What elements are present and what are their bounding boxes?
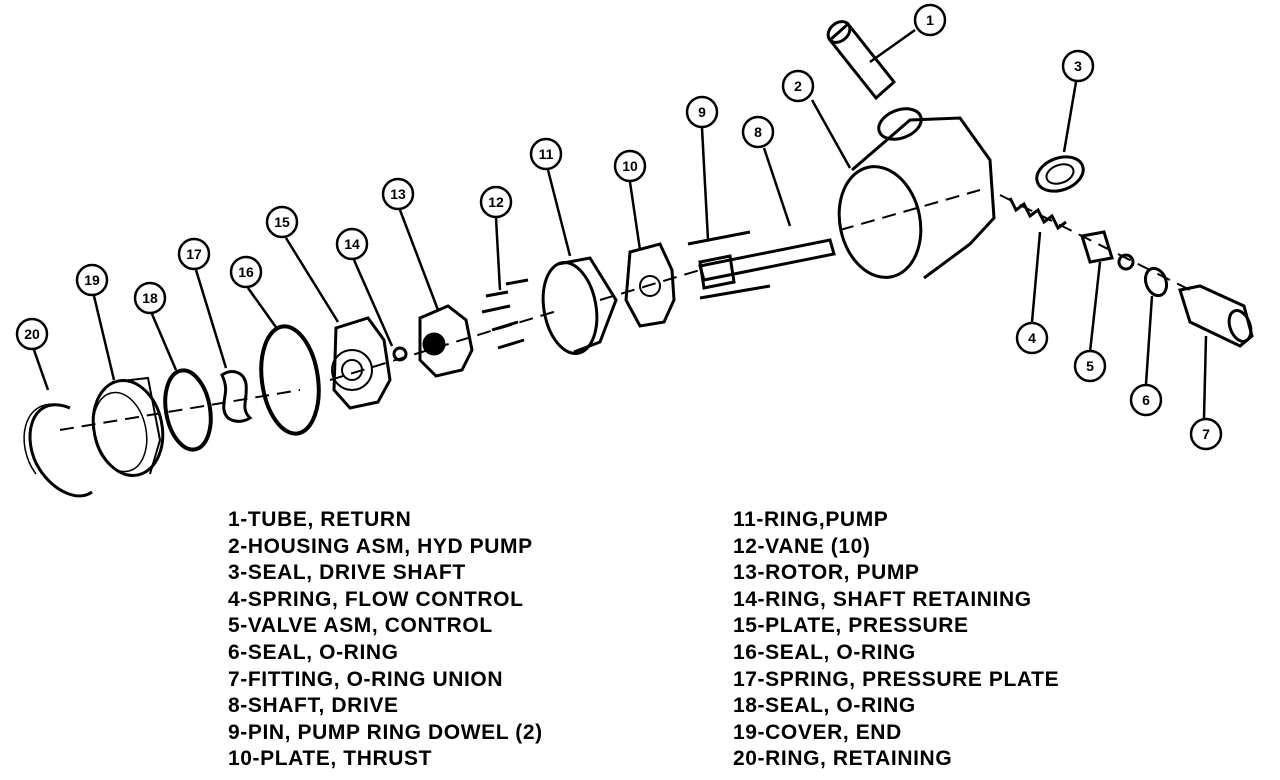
callout-numbers: 1 2 3 4 5 6 7 8 9 10 11 12 13 14 15 16 1… — [24, 12, 1210, 442]
callout-20: 20 — [24, 326, 40, 342]
part-10-thrust-plate — [624, 242, 676, 328]
callout-bubble-8 — [741, 115, 775, 149]
part-2-pump-housing — [837, 107, 996, 280]
legend-item: 4-SPRING, FLOW CONTROL — [228, 587, 524, 611]
part-7-union-fitting — [1178, 284, 1254, 348]
legend-item: 13-ROTOR, PUMP — [733, 561, 920, 585]
assembly-axis — [59, 189, 1191, 431]
legend-item: 14-RING, SHAFT RETAINING — [733, 587, 1032, 611]
legend-item: 1-TUBE, RETURN — [228, 508, 412, 531]
legend-item: 3-SEAL, DRIVE SHAFT — [228, 561, 466, 585]
part-19-end-cover — [91, 376, 165, 477]
callout-bubble-20 — [15, 317, 49, 351]
legend-item: 2-HOUSING ASM, HYD PUMP — [228, 534, 533, 558]
callout-bubble-4 — [1015, 321, 1049, 355]
part-9-dowel-pins — [687, 230, 771, 300]
legend-item: 9-PIN, PUMP RING DOWEL (2) — [228, 720, 543, 744]
part-5-control-valve — [1080, 230, 1135, 271]
parts-legend-left: 1-TUBE, RETURN 2-HOUSING ASM, HYD PUMP 3… — [228, 507, 543, 773]
legend-item: 20-RING, RETAINING — [733, 747, 953, 771]
callout-bubble-2 — [781, 69, 815, 103]
callout-bubble-9 — [685, 95, 719, 129]
legend-item: 16-SEAL, O-RING — [733, 640, 916, 664]
callout-bubble-6 — [1129, 383, 1163, 417]
legend-item: 6-SEAL, O-RING — [228, 640, 399, 664]
part-4-flow-control-spring — [1008, 197, 1067, 231]
callout-14: 14 — [344, 236, 360, 252]
callout-6: 6 — [1142, 392, 1150, 408]
callout-4: 4 — [1028, 330, 1036, 346]
callout-5: 5 — [1086, 358, 1094, 374]
part-16-o-ring — [259, 324, 321, 436]
callout-bubble-14 — [335, 227, 369, 261]
callout-8: 8 — [754, 124, 762, 140]
callout-13: 13 — [390, 186, 406, 202]
callout-18: 18 — [142, 290, 158, 306]
callout-17: 17 — [186, 246, 202, 262]
part-11-pump-ring — [541, 256, 618, 356]
callout-3: 3 — [1074, 58, 1082, 74]
legend-item: 10-PLATE, THRUST — [228, 747, 433, 771]
legend-item: 7-FITTING, O-RING UNION — [228, 667, 504, 691]
callout-bubble-15 — [265, 205, 299, 239]
callout-bubble-11 — [529, 137, 563, 171]
part-6-o-ring — [1143, 266, 1169, 298]
part-17-pressure-plate-spring — [220, 370, 253, 423]
callout-bubble-13 — [381, 177, 415, 211]
part-3-drive-shaft-seal — [1035, 155, 1085, 193]
callout-15: 15 — [274, 214, 290, 230]
legend-item: 15-PLATE, PRESSURE — [733, 614, 969, 638]
callout-bubble-7 — [1189, 417, 1223, 451]
callout-11: 11 — [539, 146, 554, 162]
legend-item: 18-SEAL, O-RING — [733, 694, 916, 718]
callout-bubble-10 — [613, 149, 647, 183]
callout-16: 16 — [238, 264, 254, 280]
parts-legend-right: 11-RING,PUMP 12-VANE (10) 13-ROTOR, PUMP… — [733, 507, 1059, 773]
callout-bubble-5 — [1073, 349, 1107, 383]
callout-bubble-12 — [479, 185, 513, 219]
callout-19: 19 — [84, 272, 100, 288]
part-12-vanes — [481, 278, 529, 350]
part-15-pressure-plate — [331, 316, 392, 410]
callout-12: 12 — [488, 194, 504, 210]
legend-item: 11-RING,PUMP — [733, 508, 889, 531]
callout-1: 1 — [926, 12, 934, 28]
callout-2: 2 — [794, 78, 802, 94]
part-1-return-tube — [826, 20, 897, 101]
callout-bubble-3 — [1061, 49, 1095, 83]
part-18-o-ring — [163, 368, 213, 452]
leader-lines — [32, 28, 1208, 419]
callout-bubble-1 — [913, 3, 947, 37]
part-20-retaining-ring — [23, 403, 93, 498]
part-14-shaft-retaining-ring — [392, 346, 408, 362]
callout-bubble-17 — [177, 237, 211, 271]
callout-bubble-18 — [133, 281, 167, 315]
part-8-drive-shaft — [698, 238, 836, 290]
legend-item: 8-SHAFT, DRIVE — [228, 694, 399, 718]
callout-9: 9 — [698, 104, 706, 120]
legend-item: 5-VALVE ASM, CONTROL — [228, 614, 493, 638]
legend-item: 17-SPRING, PRESSURE PLATE — [733, 667, 1060, 691]
part-13-rotor — [418, 304, 474, 378]
callout-bubble-16 — [229, 255, 263, 289]
legend-item: 12-VANE (10) — [733, 534, 871, 558]
callout-7: 7 — [1202, 426, 1210, 442]
callout-10: 10 — [622, 158, 638, 174]
callout-bubble-19 — [75, 263, 109, 297]
legend-item: 19-COVER, END — [733, 720, 902, 744]
callout-bubbles — [15, 3, 1223, 451]
